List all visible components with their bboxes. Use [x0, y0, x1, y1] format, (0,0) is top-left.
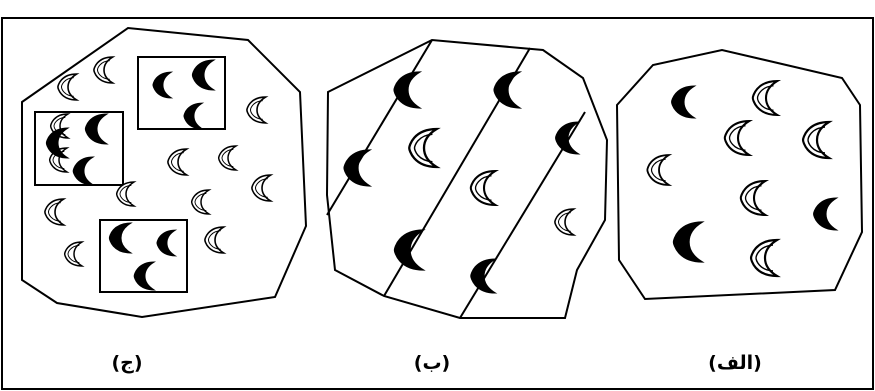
light-crescent-icon — [803, 122, 829, 158]
dark-crescent-icon — [73, 157, 93, 185]
light-crescent-icon — [168, 149, 187, 175]
light-crescent-icon — [58, 74, 77, 100]
light-crescent-icon — [219, 146, 236, 170]
light-crescent-icon — [252, 175, 271, 201]
dark-crescent-icon — [153, 72, 172, 98]
dark-crescent-icon — [184, 103, 203, 129]
light-crescent-icon — [65, 242, 82, 266]
light-crescent-icon — [741, 181, 766, 215]
light-crescent-icon — [647, 155, 669, 185]
dark-crescent-icon — [109, 223, 131, 253]
caption-jim: (ج) — [111, 352, 142, 374]
dark-crescent-icon — [157, 230, 176, 256]
light-crescent-icon — [555, 209, 574, 235]
light-crescent-icon — [753, 81, 778, 115]
dark-crescent-icon — [85, 114, 107, 144]
panel-be-outline — [327, 40, 607, 318]
light-crescent-icon — [751, 240, 777, 276]
caption-be: (ب) — [414, 352, 450, 374]
light-crescent-icon — [45, 199, 64, 225]
dark-crescent-icon — [814, 198, 837, 230]
light-crescent-icon — [471, 171, 496, 205]
dark-crescent-icon — [394, 72, 420, 108]
dark-crescent-icon — [672, 86, 695, 118]
dark-crescent-icon — [46, 128, 68, 158]
panel-alef — [617, 50, 862, 299]
light-crescent-icon — [409, 129, 436, 167]
dark-crescent-icon — [192, 60, 214, 90]
group-box — [138, 57, 225, 129]
light-crescent-icon — [94, 57, 113, 83]
panel-jim — [22, 28, 306, 317]
light-crescent-icon — [192, 190, 209, 214]
dark-crescent-icon — [673, 222, 702, 262]
dark-crescent-icon — [134, 262, 154, 290]
light-crescent-icon — [725, 121, 750, 155]
caption-alef: (الف) — [708, 352, 762, 374]
light-crescent-icon — [247, 97, 266, 123]
panel-be — [327, 40, 607, 318]
light-crescent-icon — [205, 227, 224, 253]
